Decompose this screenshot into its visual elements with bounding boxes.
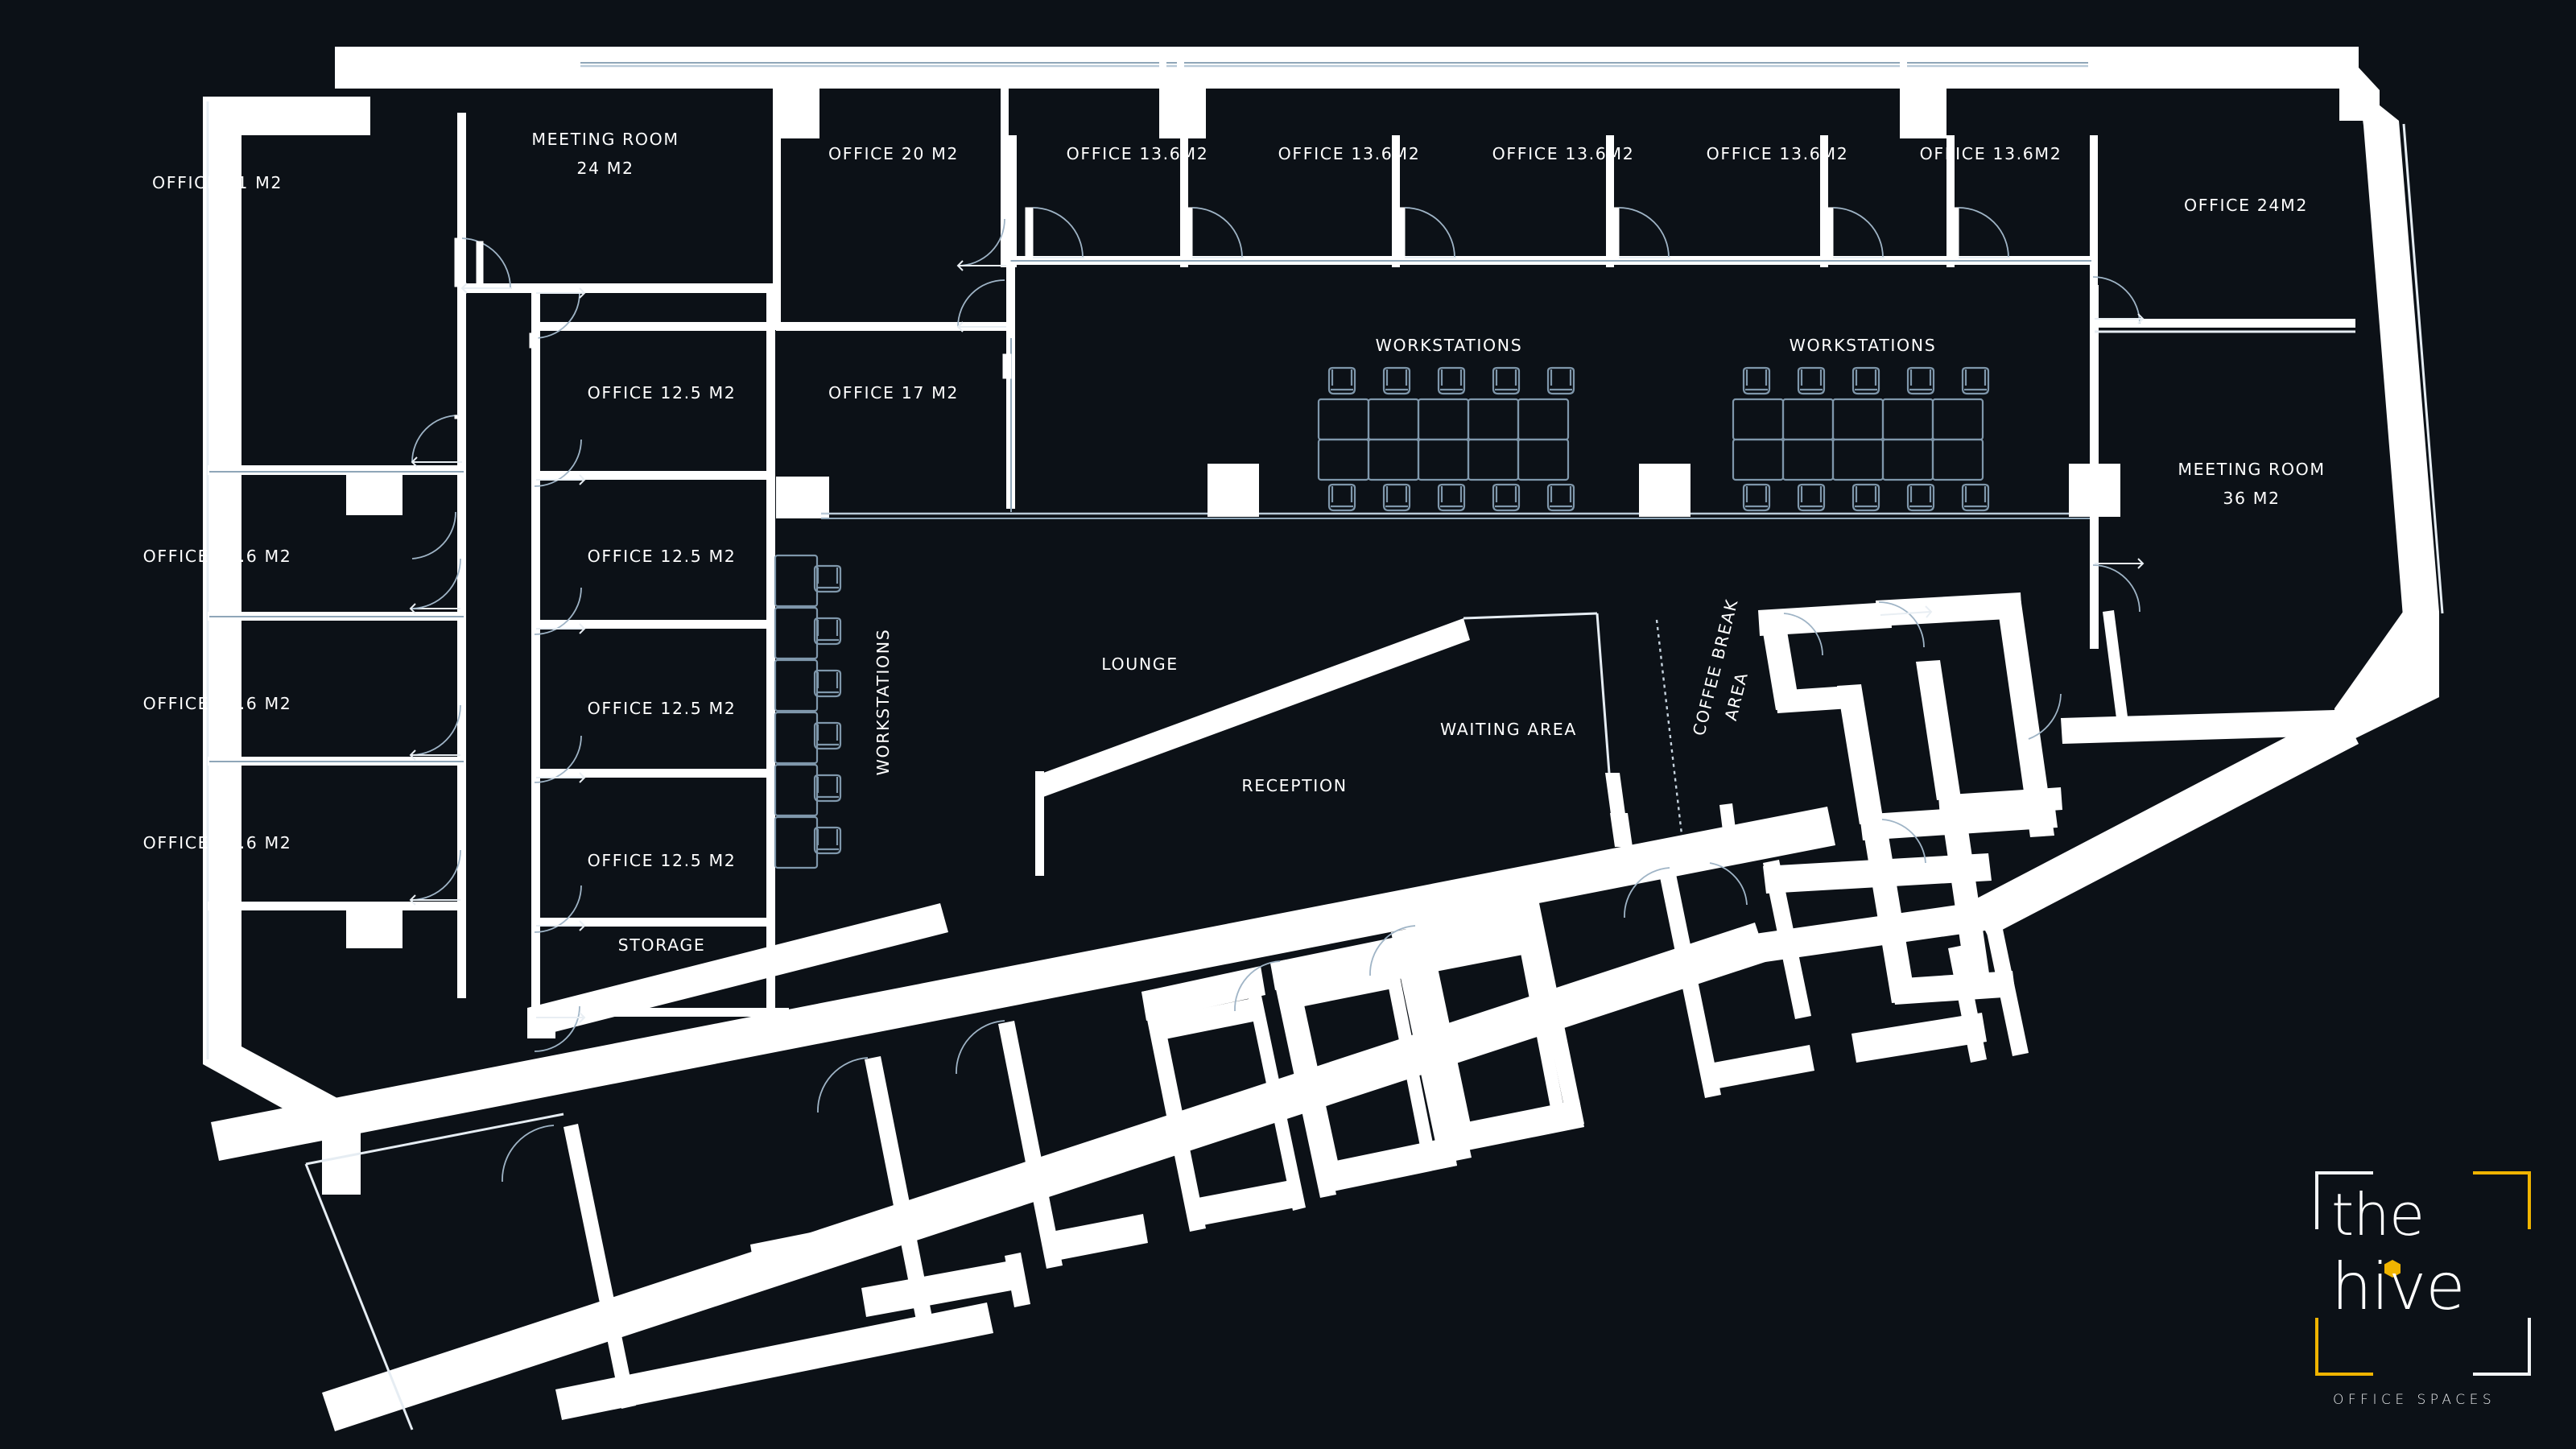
room-label-office-13-6-e: OFFICE 13.6M2	[1920, 144, 2062, 163]
logo-tagline: OFFICE SPACES	[2333, 1392, 2496, 1408]
column	[346, 902, 402, 948]
room-label-meeting-room-24: MEETING ROOM	[531, 130, 679, 149]
coffee-break-cluster-walls	[1758, 592, 2336, 1005]
chairs-bottom-row	[1742, 483, 1990, 512]
logo-word-hive: hive	[2331, 1249, 2465, 1324]
column	[1208, 464, 1259, 517]
room-label-meeting-room-36-area: 36 M2	[2223, 489, 2280, 508]
workstation-cluster-center-right	[1732, 366, 1990, 512]
room-label-office-20: OFFICE 20 M2	[828, 144, 959, 163]
column	[346, 465, 402, 515]
chairs-top-row	[1742, 366, 1990, 395]
workstation-label-workstations-center-left: WORKSTATIONS	[1376, 336, 1523, 355]
room-label-office-12-5-a: OFFICE 12.5 M2	[588, 383, 737, 402]
room-label-office-13-6-b: OFFICE 13.6M2	[1278, 144, 1421, 163]
room-label-office-12-6-b: OFFICE 12.6 M2	[143, 694, 292, 713]
left-office-block-walls	[208, 113, 948, 1038]
reception-diagonal-walls	[1035, 612, 1739, 876]
logo-corner-top-left	[2315, 1171, 2373, 1229]
room-label-office-31: OFFICE 31 M2	[152, 173, 283, 192]
room-label-office-12-5-d: OFFICE 12.5 M2	[588, 851, 737, 870]
workstation-cluster-center-left	[1317, 366, 1575, 512]
room-label-office-24: OFFICE 24M2	[2184, 196, 2308, 215]
right-block-walls	[2069, 285, 2355, 649]
logo-frame	[2315, 1171, 2531, 1413]
top-office-row-walls	[573, 58, 2098, 454]
room-label-office-12-6-a: OFFICE 12.6 M2	[143, 547, 292, 566]
room-label-meeting-room-24-area: 24 M2	[576, 159, 634, 178]
structural-walls	[203, 47, 2444, 1195]
desks	[1732, 398, 1984, 481]
room-label-storage: STORAGE	[618, 935, 706, 955]
room-label-office-13-6-c: OFFICE 13.6M2	[1492, 144, 1635, 163]
desks	[1317, 398, 1570, 481]
chairs	[813, 564, 842, 855]
room-label-waiting-area: WAITING AREA	[1440, 720, 1577, 739]
room-label-lounge: LOUNGE	[1101, 654, 1179, 674]
brand-logo: the hive OFFICE SPACES	[2315, 1171, 2531, 1413]
room-label-office-12-6-c: OFFICE 12.6 M2	[143, 833, 292, 852]
column	[2069, 464, 2120, 517]
room-label-office-12-5-c: OFFICE 12.5 M2	[588, 699, 737, 718]
logo-corner-top-right	[2473, 1171, 2531, 1229]
diagonal-wing-walls	[211, 807, 2029, 1431]
window-mullions	[573, 58, 2095, 74]
workstation-cluster-vertical	[774, 554, 842, 869]
chairs-top-row	[1327, 366, 1575, 395]
room-label-coffee-break-area-area: AREA	[1721, 670, 1752, 723]
chairs-bottom-row	[1327, 483, 1575, 512]
room-label-office-13-6-a: OFFICE 13.6M2	[1067, 144, 1209, 163]
room-label-office-13-6-d: OFFICE 13.6M2	[1707, 144, 1849, 163]
doors	[409, 207, 2145, 1183]
workstation-label-workstations-center-right: WORKSTATIONS	[1790, 336, 1937, 355]
workstation-furniture	[774, 366, 1990, 869]
column	[776, 477, 829, 518]
desks	[774, 554, 819, 869]
workstation-label-workstations-vertical: WORKSTATIONS	[873, 629, 893, 776]
room-label-reception: RECEPTION	[1241, 776, 1347, 795]
logo-corner-bottom-left	[2315, 1318, 2373, 1376]
column	[1159, 89, 1206, 138]
logo-word-the: the	[2331, 1181, 2425, 1249]
column	[1639, 464, 1690, 517]
room-label-office-17: OFFICE 17 M2	[828, 383, 959, 402]
column	[1900, 89, 1946, 138]
room-label-office-12-5-b: OFFICE 12.5 M2	[588, 547, 737, 566]
room-label-meeting-room-36: MEETING ROOM	[2178, 460, 2325, 479]
hexagon-icon	[2384, 1260, 2401, 1278]
logo-corner-bottom-right	[2473, 1318, 2531, 1376]
